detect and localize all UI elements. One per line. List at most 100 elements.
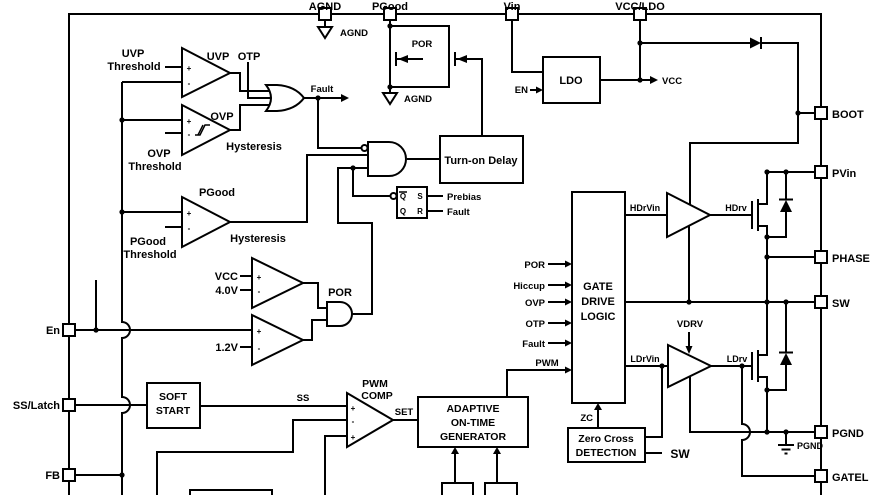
gdl-l1: GATE (583, 281, 613, 293)
comparator-polarity-marks: + - + - + - + - + - + - + (187, 64, 356, 442)
pin-squares (62, 7, 828, 483)
uvp-comparator (181, 46, 233, 99)
pin-gatel (814, 469, 828, 483)
uvp-minus: - (188, 79, 191, 88)
por-gate-label: POR (328, 287, 352, 299)
soft-start-l1: SOFT (159, 391, 188, 403)
ldo-label: LDO (559, 75, 583, 87)
pgood-minus: - (188, 224, 191, 233)
fault-latch-label: Fault (447, 207, 471, 218)
uvp-threshold-l1: UVP (122, 48, 145, 60)
vcc-comparator (251, 256, 306, 310)
pgood-threshold-l1: PGood (130, 236, 166, 248)
ovp-threshold-l1: OVP (147, 148, 170, 160)
pin-label-vin: Vin (504, 1, 521, 13)
pwm-comparator (346, 391, 395, 449)
pin-label-ss-latch: SS/Latch (13, 400, 60, 412)
latch-qbar-bubble (389, 192, 398, 200)
zcd-sw-label: SW (670, 447, 690, 461)
otp-label: OTP (238, 51, 261, 63)
labels: AGND PGood Vin VCC/LDO BOOT PVin PHASE S… (13, 1, 870, 484)
pin-pgnd (814, 425, 828, 439)
ss-label: SS (297, 393, 310, 404)
pin-boot (814, 106, 828, 120)
vdrv-label: VDRV (677, 319, 704, 330)
vcc-ref-label: VCC (215, 271, 238, 283)
ovp-plus: + (187, 117, 192, 126)
aotg-l2: ON-TIME (451, 417, 495, 429)
uvp-plus: + (187, 64, 192, 73)
pgood-fet-left (389, 49, 408, 69)
pin-sw (814, 295, 828, 309)
hysteresis-icon (195, 124, 210, 136)
pwm-minus: - (352, 417, 355, 426)
components (62, 7, 828, 495)
inverter-bubble (360, 144, 369, 152)
fault-label: Fault (311, 84, 335, 95)
boot-diode (750, 37, 762, 49)
en-minus: - (258, 344, 261, 353)
pwm-comp-l1: PWM (362, 378, 388, 390)
high-side-driver (666, 191, 713, 239)
arrowheads (341, 76, 693, 454)
ovp-hysteresis-label: Hysteresis (226, 141, 282, 153)
por-fet-label: POR (412, 39, 433, 50)
pin-vin (505, 7, 519, 21)
pgood-plus: + (187, 209, 192, 218)
ovp-label: OVP (210, 111, 233, 123)
pwm-plus1: + (351, 404, 356, 413)
agnd-mid-label: AGND (404, 94, 432, 105)
pin-label-agnd: AGND (309, 1, 341, 13)
adaptive-on-time-box (417, 396, 529, 448)
pin-label-en: En (46, 325, 60, 337)
agnd-top-label: AGND (340, 28, 368, 39)
zcd-l1: Zero Cross (578, 433, 634, 445)
turn-on-delay-label: Turn-on Delay (444, 155, 518, 167)
pin-phase (814, 250, 828, 264)
aotg-l1: ADAPTIVE (446, 403, 499, 415)
por-and-gate (326, 301, 353, 327)
gate-drive-logic-box (571, 191, 626, 404)
gdl-in-fault: Fault (522, 339, 546, 350)
pwm-plus2: + (351, 433, 356, 442)
pgood-fet-right (448, 49, 467, 69)
gdl-l2: DRIVE (581, 296, 615, 308)
pin-label-fb: FB (45, 470, 60, 482)
pin-label-sw: SW (832, 298, 850, 310)
pgood-comparator (181, 195, 233, 249)
latch-s: S (417, 192, 423, 201)
pin-ss-latch (62, 398, 76, 412)
gdl-in-ovp: OVP (525, 298, 546, 309)
pin-label-phase: PHASE (832, 253, 870, 265)
hdrv-label: HDrv (725, 203, 747, 213)
en-comparator (251, 313, 306, 367)
pin-pgood (383, 7, 397, 21)
pin-en (62, 323, 76, 337)
pgood-comp-label: PGood (199, 187, 235, 199)
vcc-out-label: VCC (662, 76, 682, 87)
hdrvin-label: HDrVin (630, 203, 660, 213)
turnon-and-gate (367, 141, 407, 177)
latch-qbar: Q (400, 192, 406, 201)
gdl-in-otp: OTP (525, 319, 545, 330)
pin-fb (62, 468, 76, 482)
zcd-l2: DETECTION (576, 447, 637, 459)
gdl-in-por: POR (524, 260, 545, 271)
turn-on-delay-box (439, 135, 524, 184)
low-side-body-diode (779, 351, 793, 365)
ldrv-label: LDrv (727, 354, 748, 364)
latch-r: R (417, 207, 423, 216)
soft-start-l2: START (156, 405, 191, 417)
agnd-symbol-mid (381, 92, 399, 106)
pin-label-boot: BOOT (832, 109, 864, 121)
ldo-box (542, 56, 601, 104)
v12-ref-label: 1.2V (215, 342, 238, 354)
pwm-comp-l2: COMP (361, 390, 393, 402)
high-side-fet (751, 199, 759, 231)
set-label: SET (395, 407, 414, 418)
pin-agnd (318, 7, 332, 21)
ovp-comparator (181, 103, 233, 157)
ovp-minus: - (188, 130, 191, 139)
